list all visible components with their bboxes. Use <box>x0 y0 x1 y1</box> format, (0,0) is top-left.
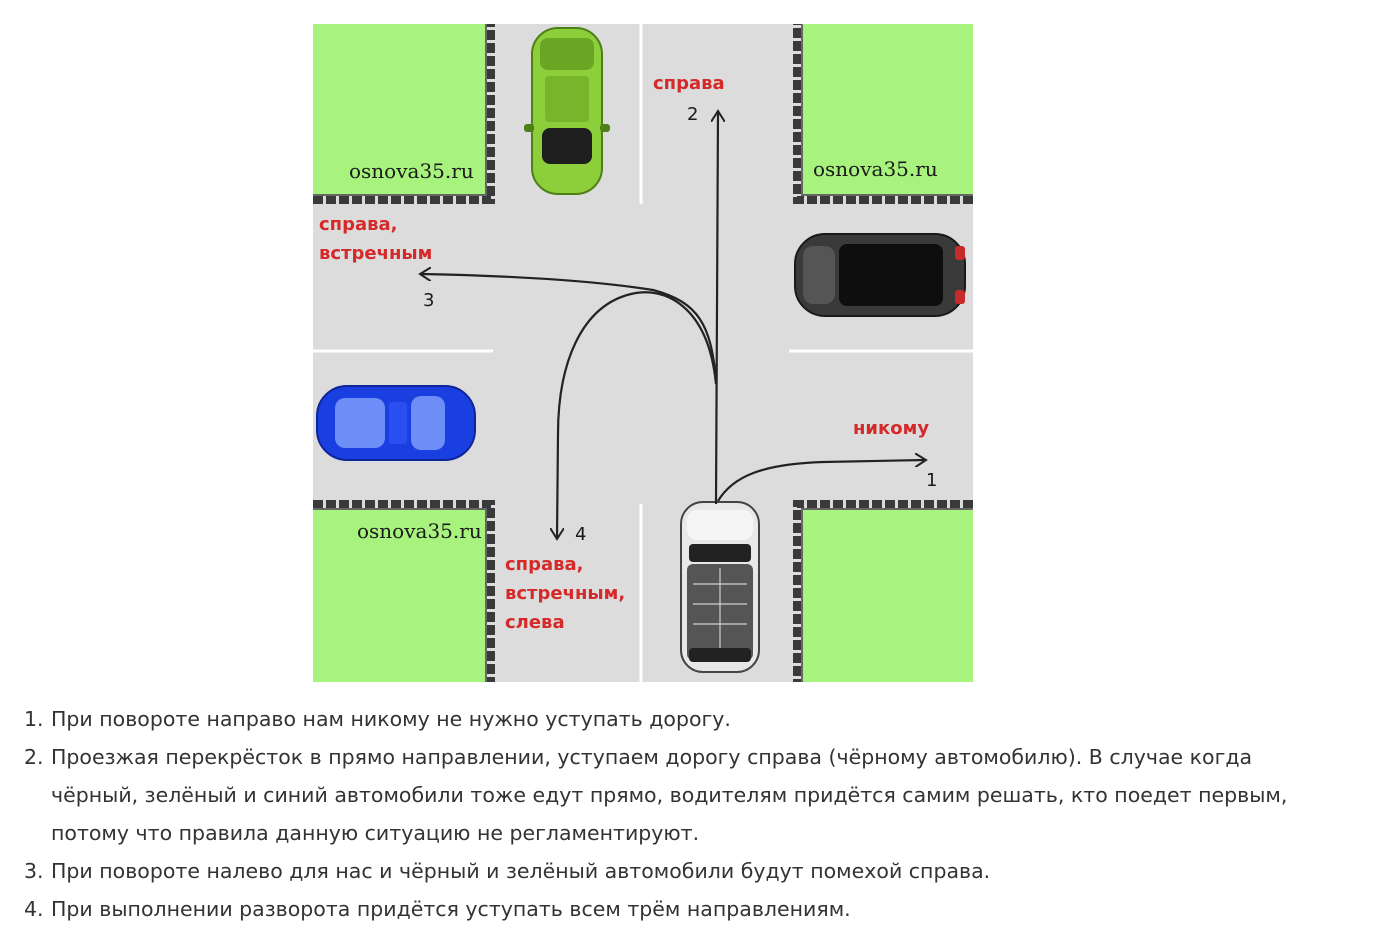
list-item-text: При повороте направо нам никому не нужно… <box>51 707 731 731</box>
route-arrows <box>421 112 925 538</box>
green-car <box>524 27 610 195</box>
route-uturn-arrow <box>557 291 718 538</box>
list-item-text: Проезжая перекрёсток в прямо направлении… <box>51 745 1288 845</box>
list-item: 2. Проезжая перекрёсток в прямо направле… <box>24 738 1344 852</box>
watermark-top-right: osnova35.ru <box>813 157 938 181</box>
label-left-line2: встречным <box>319 243 432 264</box>
list-item: 4. При выполнении разворота придётся уст… <box>24 890 1344 928</box>
route-right-arrow <box>717 460 925 502</box>
lane-markings <box>313 24 973 682</box>
list-item-number: 4. <box>24 897 44 921</box>
white-car <box>680 501 760 673</box>
label-straight: справа <box>653 73 725 94</box>
label-left-line1: справа, <box>319 214 398 235</box>
watermark-top-left: osnova35.ru <box>349 159 474 183</box>
rules-list: 1. При повороте направо нам никому не ну… <box>24 700 1344 928</box>
grass-bottom-left <box>313 508 487 682</box>
list-item-text: При выполнении разворота придётся уступа… <box>51 897 851 921</box>
blue-car <box>316 385 476 461</box>
watermark-bottom-left: osnova35.ru <box>357 519 482 543</box>
route-number-1: 1 <box>926 470 937 491</box>
curbs <box>313 24 973 682</box>
route-straight-arrow <box>716 112 718 505</box>
black-car <box>794 233 966 317</box>
route-number-2: 2 <box>687 104 698 125</box>
grass-top-left <box>313 24 487 196</box>
list-item-number: 2. <box>24 745 44 769</box>
route-left-arrow <box>421 274 718 381</box>
route-number-3: 3 <box>423 290 434 311</box>
intersection-diagram: osnova35.ru osnova35.ru osnova35.ru <box>313 24 973 682</box>
label-uturn-line2: встречным, <box>505 583 625 604</box>
list-item: 3. При повороте налево для нас и чёрный … <box>24 852 1344 890</box>
list-item-number: 3. <box>24 859 44 883</box>
label-uturn-line3: слева <box>505 612 565 633</box>
grass-top-right <box>801 24 973 196</box>
route-number-4: 4 <box>575 524 586 545</box>
list-item: 1. При повороте направо нам никому не ну… <box>24 700 1344 738</box>
list-item-text: При повороте налево для нас и чёрный и з… <box>51 859 991 883</box>
grass-bottom-right <box>801 508 973 682</box>
label-uturn-line1: справа, <box>505 554 584 575</box>
label-right: никому <box>853 418 929 439</box>
list-item-number: 1. <box>24 707 44 731</box>
